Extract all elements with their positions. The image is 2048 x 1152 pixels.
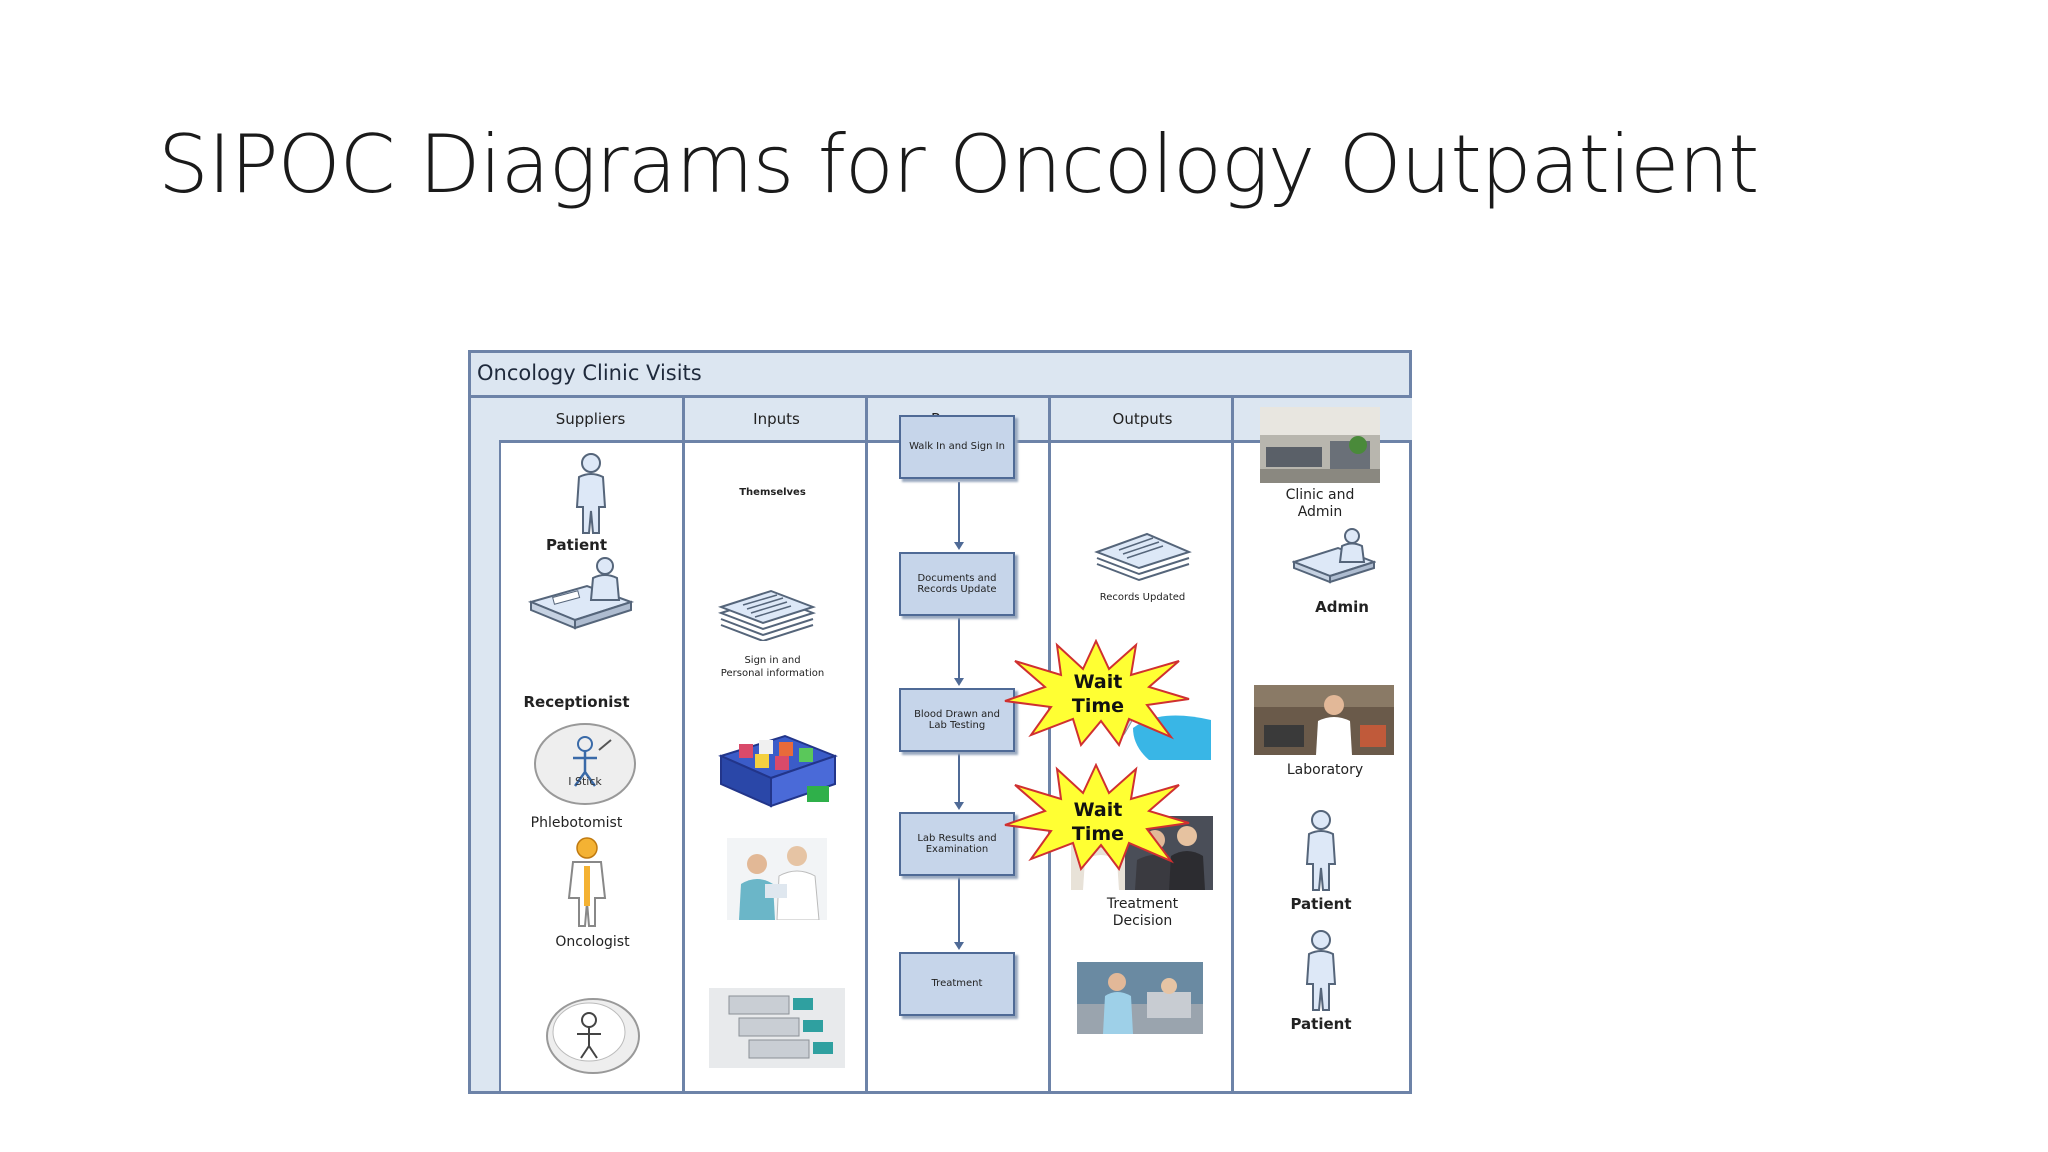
supplier-patient-label: Patient [545,536,608,554]
patient-icon [575,453,607,534]
sipoc-title-bar: Oncology Clinic Visits [471,353,1409,398]
supplier-receptionist-label: Receptionist [523,693,630,711]
inputs-column: Inputs Themselves Sign in and Personal i… [682,398,868,1091]
clinic-photo [1260,407,1380,483]
doctor-patient-photo [727,838,827,920]
customer-admin-label: Admin [1315,598,1369,616]
slide-title: SIPOC Diagrams for Oncology Outpatient [158,118,1759,211]
lab-rack-icon [718,734,838,808]
receptionist-icon [527,557,635,630]
customer-clinic-line1: Clinic and [1285,487,1355,503]
process-flow-arrows [954,482,964,950]
inputs-header: Inputs [685,398,868,443]
admin-icon [1292,528,1376,584]
treatment-room-photo [1077,962,1203,1034]
process-step-documents: Documents and Records Update [899,552,1015,616]
wait-time-starburst-1 [1004,639,1190,747]
oncologist-icon [567,837,607,927]
customers-column: Customers Clinic and Admin Admin La [1231,398,1412,1091]
input-sign-in-line1: Sign in and [744,655,801,666]
input-sign-in-line2: Personal information [720,668,825,679]
output-treatment-line2: Decision [1112,913,1173,929]
process-step-lab-results: Lab Results and Examination [899,812,1015,876]
supplier-phlebotomist-label: Phlebotomist [530,815,623,831]
process-step-blood-drawn: Blood Drawn and Lab Testing [899,688,1015,752]
process-step-treatment: Treatment [899,952,1015,1016]
wait-time-1-line2: Time [1071,695,1125,717]
records-updated-icon [1094,532,1192,582]
sipoc-title: Oncology Clinic Visits [477,361,702,385]
sipoc-diagram: Oncology Clinic Visits Suppliers Patient… [468,350,1412,1094]
customer-clinic-line2: Admin [1297,504,1343,520]
phlebotomist-button-icon [534,723,636,805]
customer-patient-icon-2 [1305,930,1337,1011]
output-records-updated-label: Records Updated [1099,592,1186,603]
suppliers-header: Suppliers [499,398,682,443]
process-step-walk-in: Walk In and Sign In [899,415,1015,479]
input-themselves-label: Themselves [739,487,806,498]
outputs-header: Outputs [1051,398,1234,443]
output-treatment-line1: Treatment [1106,896,1179,912]
left-stripe [471,398,501,1091]
customer-laboratory-label: Laboratory [1286,762,1364,778]
suppliers-column: Suppliers Patient Receptionist I Stick P… [499,398,682,1091]
oncologist-button-icon [546,998,640,1074]
wait-time-1-line1: Wait [1073,671,1123,693]
process-column: Process Walk In and Sign In Documents an… [865,398,1051,1091]
supplier-oncologist-label: Oncologist [555,934,630,950]
wait-time-2-line2: Time [1071,823,1125,845]
wait-time-starburst-2 [1004,763,1190,871]
laboratory-photo [1254,685,1394,755]
customer-patient-label-1: Patient [1290,895,1352,913]
documents-icon [717,589,817,641]
infusion-pumps-photo [709,988,845,1068]
wait-time-2-line1: Wait [1073,799,1123,821]
customer-patient-label-2: Patient [1290,1015,1352,1033]
customer-patient-icon-1 [1305,810,1337,891]
phlebotomist-button-text: I Stick [568,775,602,788]
